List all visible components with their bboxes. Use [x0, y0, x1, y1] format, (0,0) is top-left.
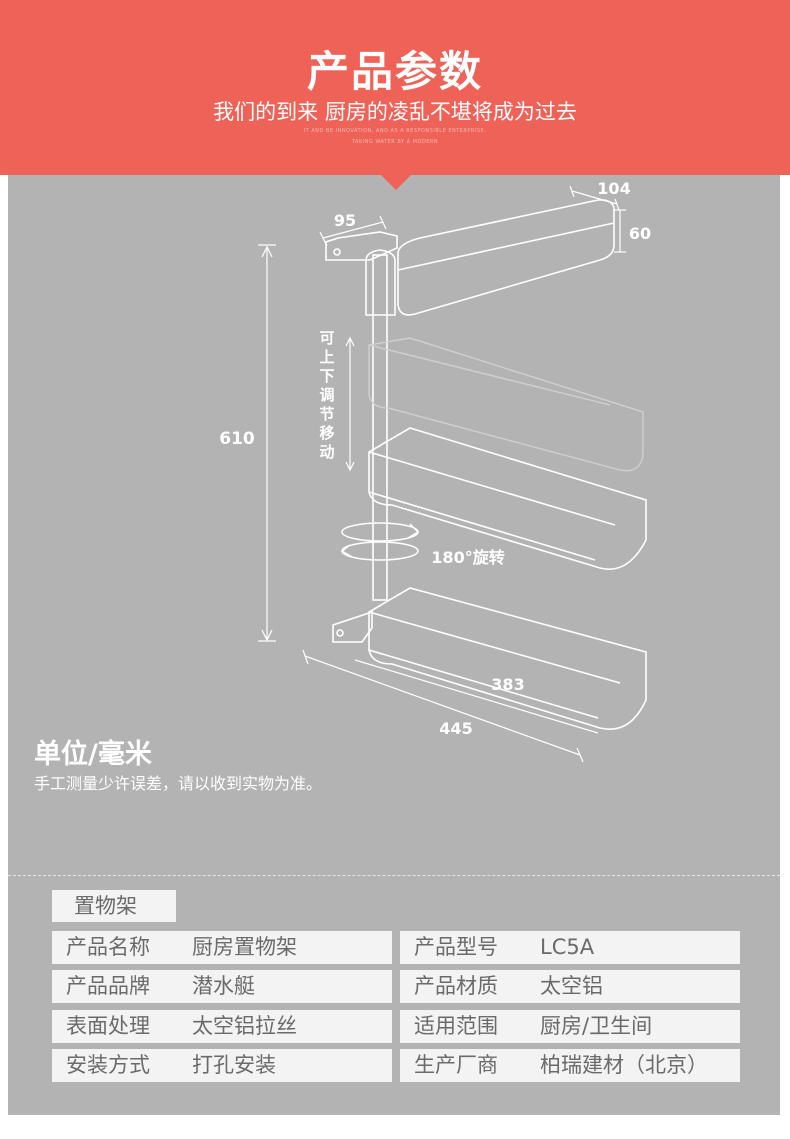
height-label: 610	[219, 429, 255, 449]
spec-row: 适用范围 厨房/卫生间	[400, 1010, 740, 1043]
spec-value: 厨房置物架	[192, 935, 297, 959]
top-width-label: 104	[597, 179, 630, 198]
banner-small-text-1: IT AND BE INNOVATION, AND AS A RESPONSIB…	[303, 128, 487, 134]
spec-value: 柏瑞建材（北京）	[540, 1053, 708, 1077]
spec-value: 厨房/卫生间	[540, 1014, 653, 1038]
spec-row: 产品型号 LC5A	[400, 931, 740, 964]
spec-label: 生产厂商	[414, 1053, 498, 1077]
page-title: 产品参数	[306, 47, 483, 96]
height-dimension	[258, 244, 276, 642]
svg-text:动: 动	[319, 443, 334, 461]
spec-value: 潜水艇	[192, 974, 255, 998]
rotation-arrows	[340, 522, 420, 561]
adjust-arrow	[345, 336, 355, 472]
spec-label: 产品名称	[66, 935, 150, 959]
svg-text:上: 上	[319, 348, 334, 366]
outer-width-label: 445	[439, 719, 472, 738]
adjust-label: 可 上 下 调 节 移 动	[319, 329, 334, 461]
header-banner: 产品参数 我们的到来 厨房的凌乱不堪将成为过去 IT AND BE INNOVA…	[0, 0, 790, 175]
spec-row: 安装方式 打孔安装	[52, 1049, 392, 1082]
svg-text:移: 移	[319, 424, 334, 442]
top-wall-bracket	[325, 231, 398, 261]
spec-row: 表面处理 太空铝拉丝	[52, 1010, 392, 1043]
spec-value: 太空铝	[540, 974, 603, 998]
spec-value: LC5A	[540, 935, 595, 959]
top-shelf	[397, 199, 615, 316]
bottom-wall-bracket	[332, 610, 373, 643]
svg-text:调: 调	[319, 386, 334, 404]
divider	[8, 875, 780, 876]
svg-text:节: 节	[319, 405, 334, 423]
rotate-label: 180°旋转	[431, 548, 504, 567]
spec-label: 表面处理	[66, 1014, 150, 1038]
bracket-width-label: 95	[334, 211, 356, 230]
spec-value: 太空铝拉丝	[192, 1014, 297, 1038]
middle-shelf	[368, 427, 647, 570]
spec-label: 安装方式	[66, 1053, 150, 1077]
spec-value: 打孔安装	[192, 1053, 276, 1077]
spec-label: 适用范围	[414, 1014, 498, 1038]
product-diagram: 610 95 104 60	[219, 179, 651, 763]
spec-row: 产品材质 太空铝	[400, 970, 740, 1003]
spec-row: 生产厂商 柏瑞建材（北京）	[400, 1049, 740, 1082]
banner-small-text-2: TAKING WATER BY A MODERN	[351, 139, 439, 145]
spec-label: 产品品牌	[66, 974, 150, 998]
width-dimensions	[302, 649, 599, 763]
spec-label: 产品材质	[414, 974, 498, 998]
spec-row: 产品品牌 潜水艇	[52, 970, 392, 1003]
inner-width-label: 383	[491, 675, 524, 694]
bottom-shelf	[368, 587, 647, 730]
top-height-dimension	[614, 209, 626, 253]
svg-text:下: 下	[319, 367, 334, 385]
top-height-label: 60	[629, 224, 651, 243]
page-subtitle: 我们的到来 厨房的凌乱不堪将成为过去	[213, 100, 577, 124]
svg-text:可: 可	[319, 329, 334, 347]
ghost-shelf	[368, 337, 644, 472]
spec-table-header: 置物架	[52, 890, 176, 922]
spec-label: 产品型号	[414, 935, 498, 959]
banner-pointer	[380, 174, 412, 190]
support-pole	[365, 249, 396, 601]
spec-row: 产品名称 厨房置物架	[52, 931, 392, 964]
unit-title: 单位/毫米	[34, 739, 152, 770]
measurement-note: 手工测量少许误差，请以收到实物为准。	[34, 774, 323, 793]
diagram-panel	[8, 175, 780, 875]
